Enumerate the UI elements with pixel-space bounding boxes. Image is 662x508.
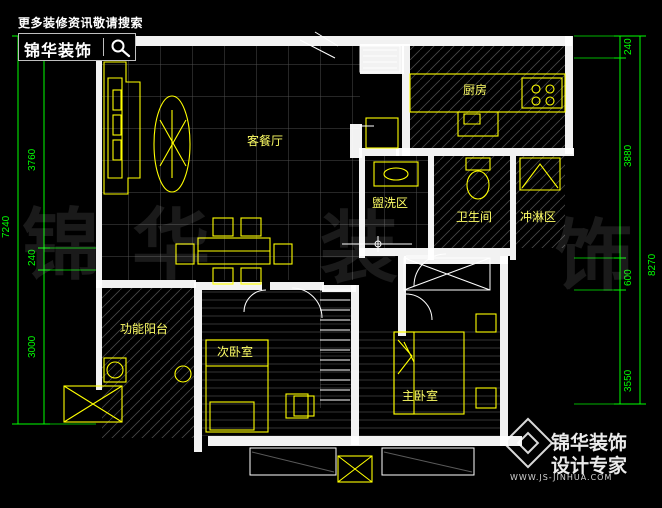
watermark-char-4: 饰	[555, 212, 634, 302]
top-banner-text: 更多装修资讯敬请搜索	[18, 16, 144, 30]
brand-name: 锦华装饰	[551, 432, 628, 454]
room-label-layer: 客餐厅 厨房 盥洗区 卫生间 冲淋区 功能阳台 次卧室 主卧室	[120, 82, 556, 403]
toilet-label: 卫生间	[456, 210, 492, 224]
balcony-label: 功能阳台	[120, 321, 168, 336]
left-bottom-dimension: 3000	[27, 335, 38, 358]
second-bedroom-label: 次卧室	[217, 344, 253, 359]
dimension-text-layer: 7240 3760 240 3000 240 3880 600 8270 355…	[1, 38, 658, 392]
right-middle-dimension: 3880	[623, 144, 634, 167]
right-bottom-dimension: 3550	[623, 369, 634, 392]
right-total-dimension: 8270	[647, 253, 658, 276]
brand-url: WWW.JS-JINHUA.COM	[510, 473, 613, 482]
wash-area-label: 盥洗区	[372, 196, 408, 210]
watermark-char-3: 装	[320, 204, 399, 294]
kitchen-label: 厨房	[463, 82, 487, 97]
brand-logo-inner	[516, 431, 540, 455]
search-icon[interactable]	[110, 38, 132, 58]
brand-tagline: 设计专家	[551, 455, 628, 477]
floor-finishes	[102, 46, 565, 438]
right-small-dimension: 600	[623, 269, 634, 286]
right-top-dimension: 240	[623, 38, 634, 55]
wall-layer	[96, 36, 574, 452]
shower-label: 冲淋区	[520, 209, 556, 224]
left-middle-dimension: 240	[27, 249, 38, 266]
left-top-dimension: 3760	[27, 148, 38, 171]
openings-layer	[243, 31, 491, 476]
watermark-char-2: 华	[132, 201, 211, 291]
search-separator	[103, 38, 104, 56]
watermark-char-1: 锦	[22, 201, 101, 291]
search-brand-label: 锦华装饰	[24, 41, 93, 60]
furniture-layer	[63, 61, 566, 483]
living-room-label: 客餐厅	[247, 133, 283, 148]
left-total-dimension: 7240	[1, 215, 12, 238]
search-box[interactable]: 锦华装饰	[18, 33, 136, 61]
master-bedroom-label: 主卧室	[402, 388, 438, 403]
